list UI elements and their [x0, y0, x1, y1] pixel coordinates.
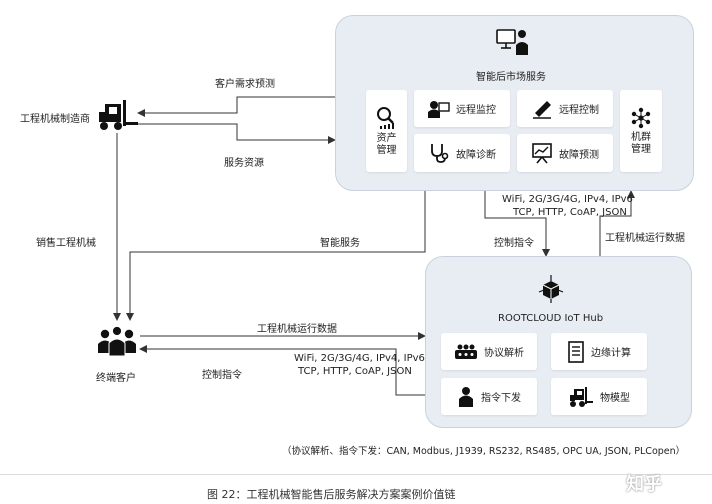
presentation-chart-icon [532, 143, 552, 164]
edge-computing-label: 边缘计算 [591, 348, 631, 359]
caption-rule [0, 474, 712, 475]
stethoscope-icon [431, 144, 449, 163]
fault-prediction-label: 故障预测 [559, 149, 599, 161]
service-person-icon [496, 29, 528, 55]
fleet-management-label: 机群 管理 [631, 131, 651, 155]
customer-group-icon [98, 325, 136, 357]
asset-management-label: 资产 管理 [376, 132, 397, 156]
command-dispatch-label: 指令下发 [481, 393, 521, 404]
manufacturer-label: 工程机械制造商 [20, 114, 90, 125]
remote-control-label: 远程控制 [559, 105, 599, 116]
command-dispatch-card: 指令下发 [441, 378, 537, 415]
thing-model-card: 物模型 [551, 378, 647, 415]
sell-machine-label: 销售工程机械 [36, 238, 96, 249]
protocol-parsing-icon [455, 344, 477, 359]
run-data-up-label: 工程机械运行数据 [605, 233, 685, 244]
edge-computing-card: 边缘计算 [551, 333, 647, 370]
customer-demand-label: 客户需求预测 [215, 79, 275, 90]
forklift-icon [99, 100, 138, 130]
service-resource-label: 服务资源 [224, 158, 264, 169]
aftermarket-title: 智能后市场服务 [476, 72, 546, 83]
protocol-parsing-label: 协议解析 [484, 348, 524, 359]
remote-monitor-icon [428, 100, 450, 118]
search-chart-icon [376, 106, 394, 129]
remote-control-icon [533, 100, 551, 119]
asset-management-card: 资产 管理 [366, 90, 407, 172]
protocols-top-line1: WiFi, 2G/3G/4G, IPv4, IPv6 [502, 194, 633, 205]
run-data-left-label: 工程机械运行数据 [257, 324, 337, 335]
server-icon [568, 340, 584, 363]
protocols-top-line2: TCP, HTTP, CoAP, JSON [513, 207, 627, 218]
fleet-management-card: 机群 管理 [620, 90, 662, 172]
protocols-left-line1: WiFi, 2G/3G/4G, IPv4, IPv6 [294, 353, 425, 364]
remote-monitor-label: 远程监控 [456, 105, 496, 116]
fault-prediction-card: 故障预测 [517, 134, 613, 172]
thing-model-label: 物模型 [600, 393, 630, 404]
figure-caption: 图 22：工程机械智能售后服务解决方案案例价值链 [207, 488, 456, 501]
cube-network-icon [538, 275, 564, 303]
customer-label: 终端客户 [96, 373, 136, 384]
fault-diagnosis-card: 故障诊断 [414, 134, 510, 172]
fault-diagnosis-label: 故障诊断 [456, 149, 496, 161]
protocol-parsing-card: 协议解析 [441, 333, 537, 370]
protocol-footnote: （协议解析、指令下发：CAN, Modbus, J1939, RS232, RS… [282, 446, 686, 457]
protocols-left-line2: TCP, HTTP, CoAP, JSON [298, 366, 412, 377]
watermark-logo: 知乎 [626, 474, 662, 495]
control-cmd-left-label: 控制指令 [202, 370, 242, 381]
hub-title: ROOTCLOUD IoT Hub [498, 313, 604, 324]
remote-monitor-card: 远程监控 [414, 90, 510, 127]
control-cmd-up-label: 控制指令 [494, 238, 534, 249]
thing-model-forklift-icon [570, 386, 593, 407]
remote-control-card: 远程控制 [517, 90, 613, 127]
smart-service-label: 智能服务 [320, 238, 360, 249]
fleet-network-icon [631, 107, 651, 128]
command-person-icon [459, 386, 473, 407]
